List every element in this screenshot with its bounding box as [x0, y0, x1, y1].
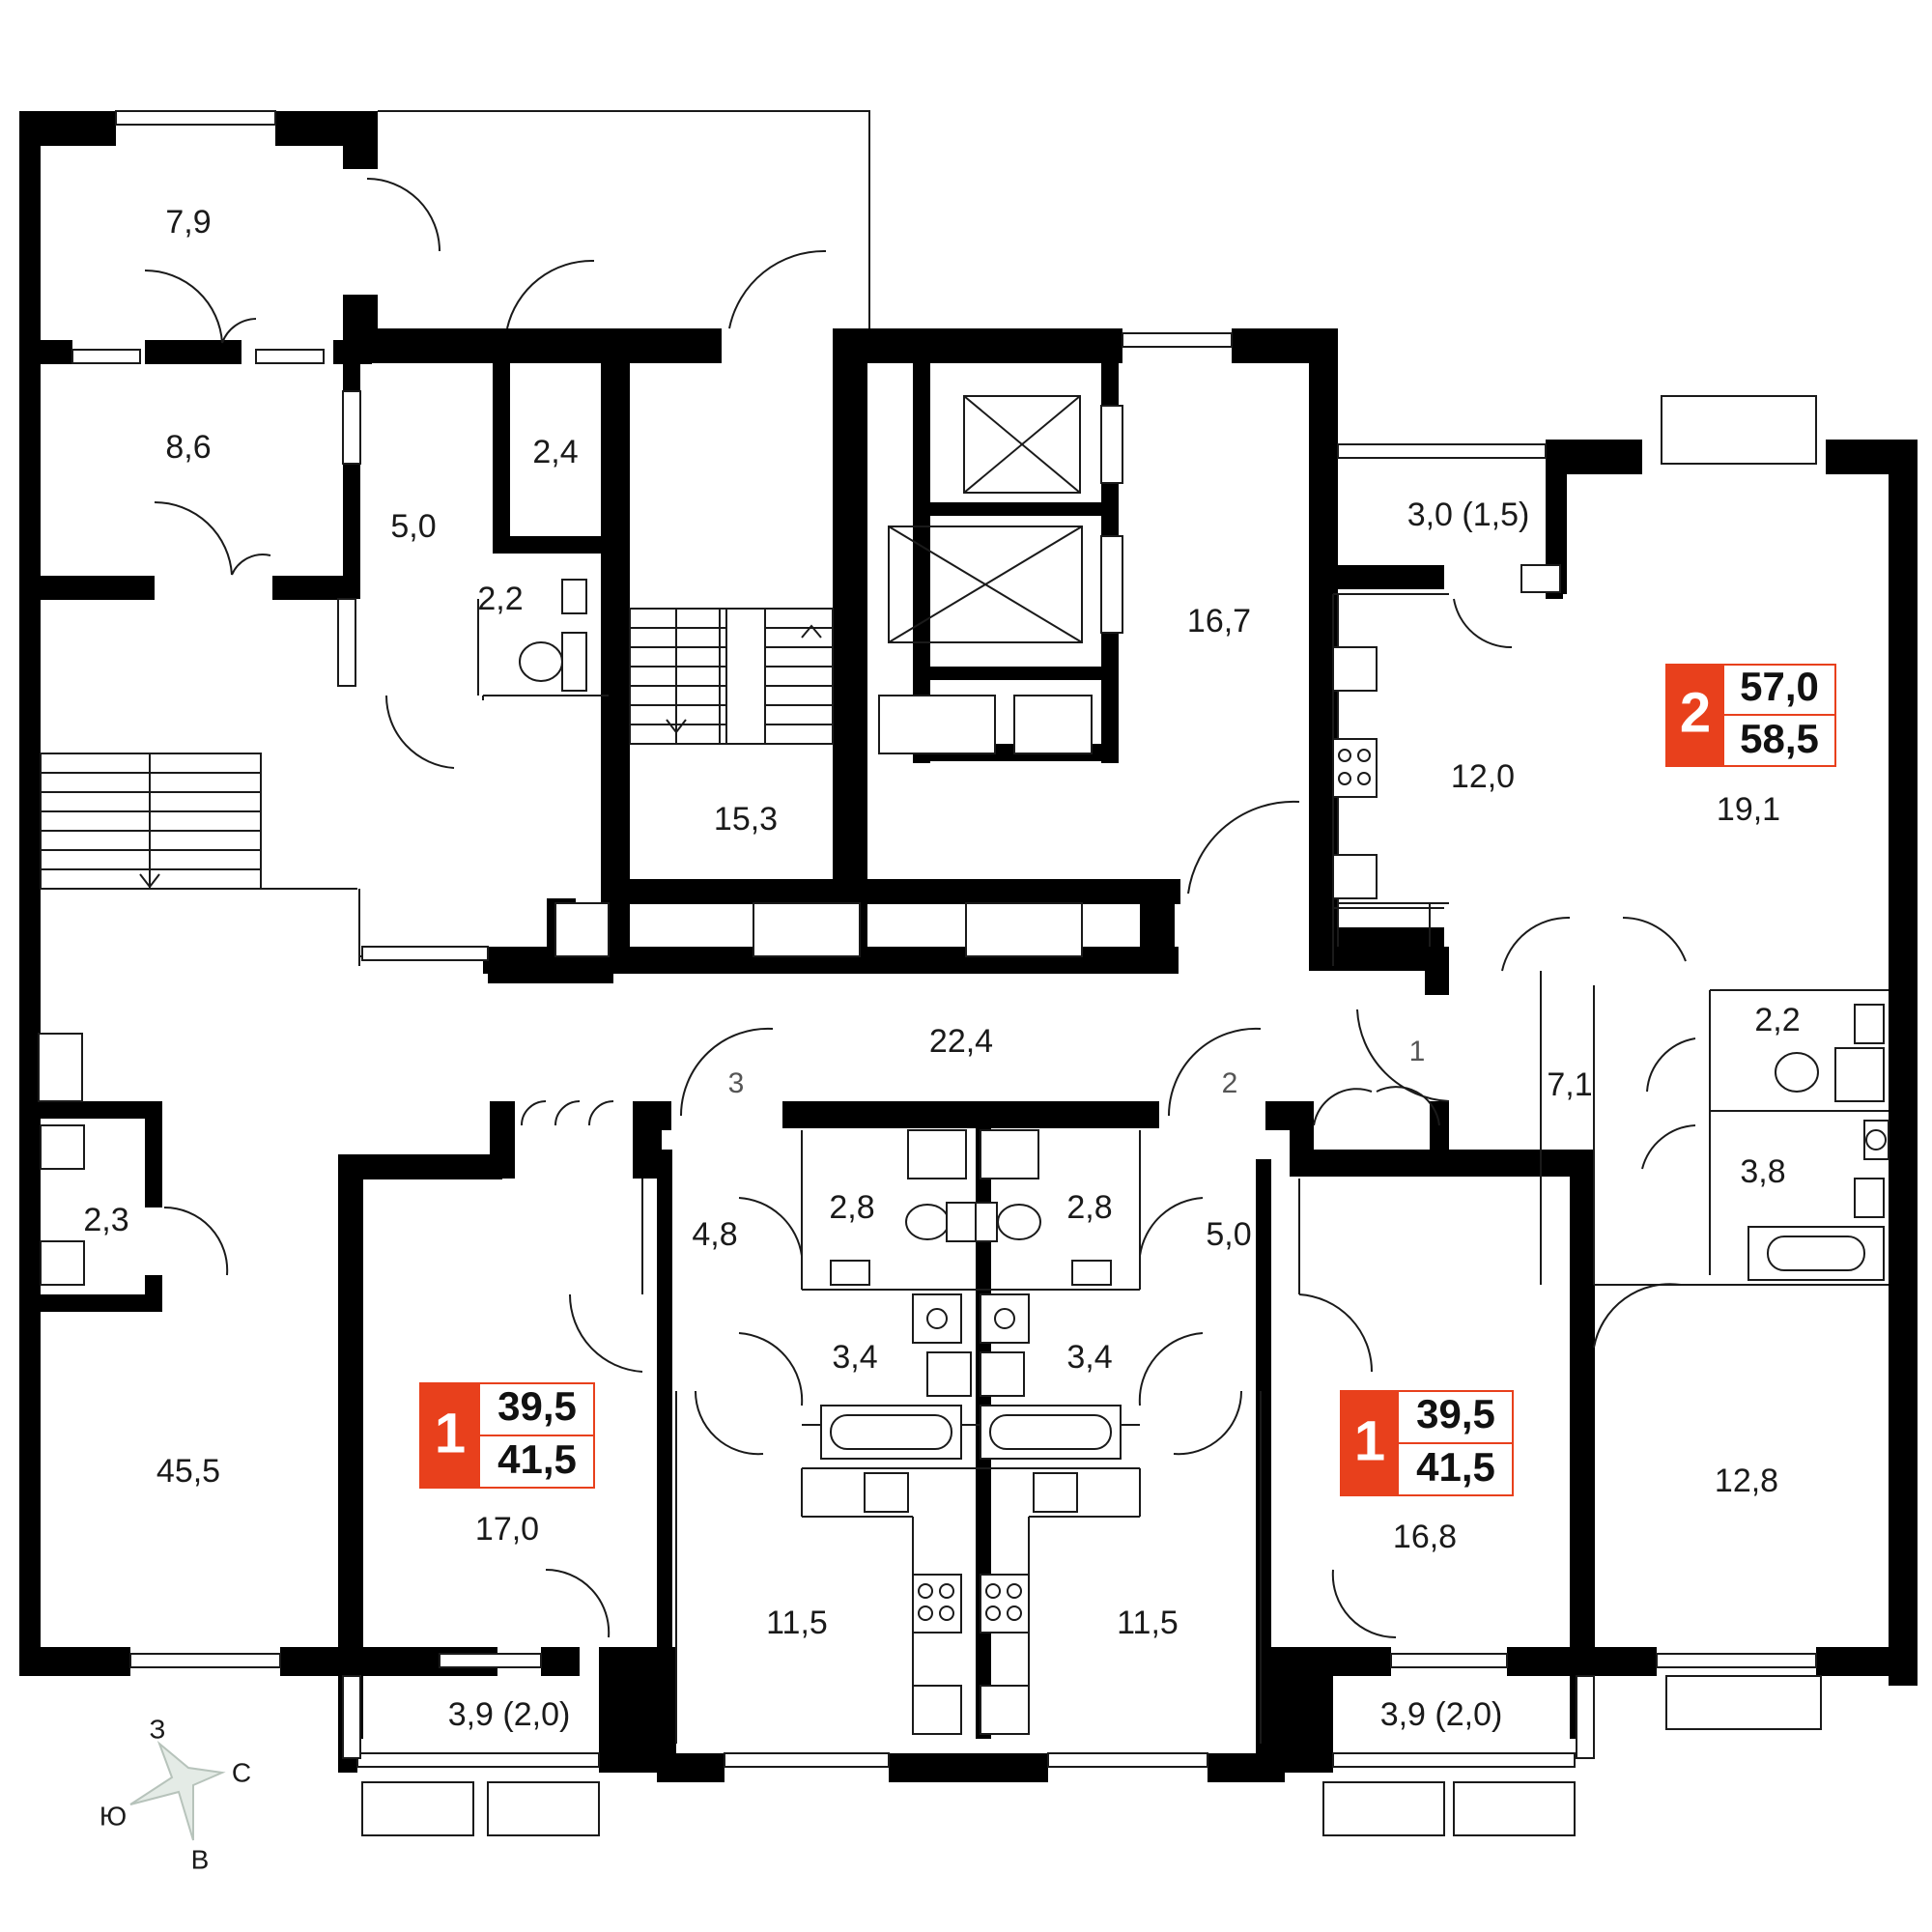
windows: [71, 110, 1822, 1836]
apartment-living-area: 57,0: [1740, 664, 1819, 709]
room-area-label: 4,8: [692, 1216, 737, 1253]
room-labels: 7,9 8,6 2,4 5,0 2,2 15,3 16,7 3,0 (1,5) …: [83, 204, 1800, 1733]
apartment-total-area: 58,5: [1740, 716, 1819, 761]
compass: З С Ю В: [99, 1714, 251, 1874]
compass-rose-icon: [129, 1740, 226, 1841]
walls: [19, 111, 1918, 1782]
room-area-label: 16,8: [1393, 1519, 1457, 1555]
apartment-badge-1room-left[interactable]: 1 39,5 41,5: [419, 1382, 595, 1489]
door-number: 2: [1222, 1067, 1238, 1099]
elevators: [878, 395, 1123, 754]
apartment-rooms-count: 1: [1354, 1409, 1385, 1472]
apartment-rooms-count: 1: [435, 1402, 466, 1464]
apartment-badge-1room-right[interactable]: 1 39,5 41,5: [1340, 1390, 1514, 1496]
door-number: 3: [728, 1067, 745, 1099]
room-area-label: 12,0: [1451, 758, 1515, 795]
compass-south-label: Ю: [99, 1801, 127, 1831]
room-area-label: 2,2: [1754, 1002, 1800, 1038]
room-area-label: 11,5: [1117, 1605, 1179, 1641]
room-area-label: 16,7: [1187, 603, 1251, 639]
compass-west-label: З: [150, 1714, 166, 1744]
room-area-label: 3,9 (2,0): [1380, 1696, 1503, 1733]
room-area-label: 7,9: [165, 204, 211, 241]
room-area-label: 45,5: [156, 1453, 220, 1490]
room-area-label: 22,4: [929, 1023, 993, 1060]
room-area-label: 19,1: [1717, 791, 1780, 828]
room-area-label: 2,3: [83, 1202, 128, 1238]
room-area-label: 2,8: [829, 1189, 874, 1226]
doors: [144, 178, 1696, 1639]
room-area-label: 3,4: [832, 1339, 877, 1376]
room-area-label: 3,9 (2,0): [448, 1696, 571, 1733]
apartment-badge-2room[interactable]: 2 57,0 58,5: [1665, 664, 1836, 767]
room-area-label: 2,4: [532, 434, 578, 470]
compass-north-label: С: [232, 1757, 251, 1787]
stairs-left: [40, 753, 262, 890]
door-number: 1: [1409, 1036, 1426, 1067]
room-area-label: 5,0: [390, 508, 436, 545]
room-area-label: 11,5: [766, 1605, 828, 1641]
room-area-label: 2,8: [1066, 1189, 1112, 1226]
stairs-core: [629, 608, 834, 745]
apartment-living-area: 39,5: [497, 1383, 577, 1429]
apartment-total-area: 41,5: [1416, 1444, 1495, 1490]
room-area-label: 3,8: [1740, 1153, 1785, 1190]
room-area-label: 17,0: [475, 1511, 539, 1548]
room-area-label: 3,4: [1066, 1339, 1112, 1376]
apartment-living-area: 39,5: [1416, 1391, 1495, 1436]
room-area-label: 12,8: [1715, 1463, 1778, 1499]
door-numbers: 1 2 3: [728, 1036, 1426, 1099]
room-area-label: 8,6: [165, 429, 211, 466]
room-area-label: 5,0: [1206, 1216, 1251, 1253]
fixtures: [38, 579, 1889, 1735]
apartment-total-area: 41,5: [497, 1436, 577, 1482]
room-area-label: 3,0 (1,5): [1407, 497, 1530, 533]
room-area-label: 7,1: [1547, 1066, 1592, 1103]
apartment-rooms-count: 2: [1680, 681, 1711, 744]
room-area-label: 2,2: [477, 581, 523, 617]
compass-east-label: В: [191, 1844, 210, 1874]
room-area-label: 15,3: [714, 801, 778, 838]
